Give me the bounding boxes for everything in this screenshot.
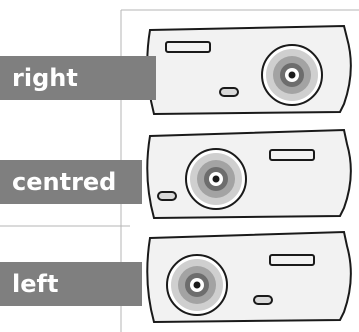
label-centred: centred <box>0 160 142 204</box>
projector-lens-left <box>146 230 352 324</box>
lens-icon <box>185 148 247 210</box>
indicator-button <box>157 191 177 201</box>
projector-body <box>146 128 352 220</box>
label-right: right <box>0 56 156 100</box>
indicator-button <box>219 87 239 97</box>
vent-slot <box>165 41 211 53</box>
lens-icon <box>166 254 228 316</box>
projector-lens-right <box>146 24 352 116</box>
indicator-button <box>253 295 273 305</box>
vent-slot <box>269 149 315 161</box>
projector-lens-centred <box>146 128 352 220</box>
vent-slot <box>269 254 315 266</box>
label-left: left <box>0 262 142 306</box>
lens-icon <box>261 44 323 106</box>
